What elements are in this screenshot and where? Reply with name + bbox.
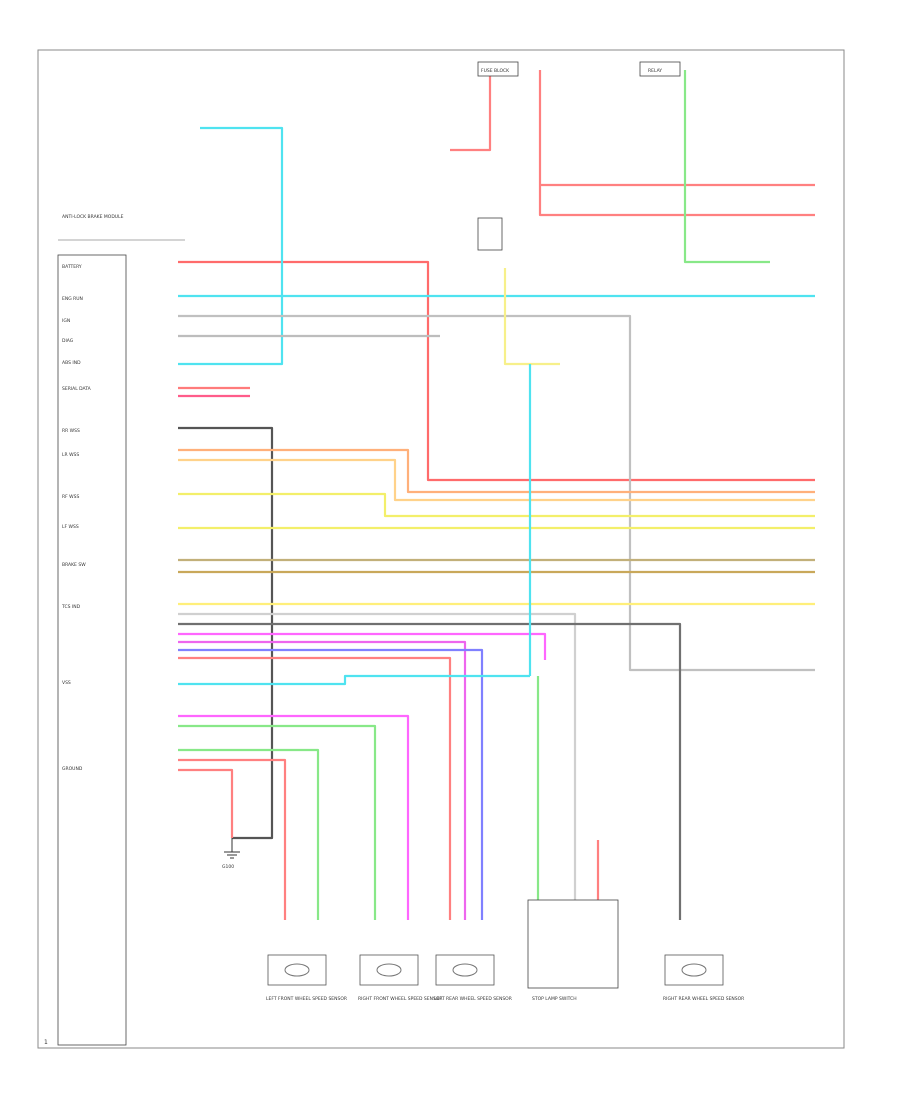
sensor-coil-icon bbox=[681, 963, 707, 977]
sensor-coil-icon bbox=[284, 963, 310, 977]
wire-27 bbox=[178, 768, 234, 838]
sensor-label: RIGHT REAR WHEEL SPEED SENSOR bbox=[663, 996, 744, 1002]
fuse-block-label: FUSE BLOCK bbox=[481, 68, 510, 74]
page-number: 1 bbox=[44, 1039, 48, 1046]
wire-19 bbox=[178, 640, 467, 920]
sensor-box bbox=[664, 954, 724, 986]
module-pin-label: ENG RUN bbox=[62, 296, 83, 302]
module-title: ANTI-LOCK BRAKE MODULE bbox=[62, 214, 124, 220]
module-pin-label: IGN bbox=[62, 318, 70, 324]
module-pin-label: RF WSS bbox=[62, 494, 79, 500]
abs-module-box bbox=[57, 254, 127, 1046]
wire-21 bbox=[178, 656, 452, 920]
stop-lamp-switch-box bbox=[527, 899, 619, 989]
sensor-box bbox=[435, 954, 495, 986]
sensor-label: LEFT REAR WHEEL SPEED SENSOR bbox=[434, 996, 512, 1002]
relay-label: RELAY bbox=[648, 68, 662, 74]
module-pin-label: SERIAL DATA bbox=[62, 386, 92, 392]
wire-group bbox=[178, 70, 815, 960]
wire-26 bbox=[178, 758, 287, 920]
sensor-label: LEFT FRONT WHEEL SPEED SENSOR bbox=[266, 996, 347, 1002]
module-pin-label: RR WSS bbox=[62, 428, 80, 434]
sensor-box bbox=[267, 954, 327, 986]
stop-lamp-switch-label: STOP LAMP SWITCH bbox=[532, 996, 577, 1002]
module-pin-label: ABS IND bbox=[62, 360, 81, 366]
wire-1 bbox=[178, 260, 815, 482]
module-pin-labels: BATTERY ENG RUN IGN DIAG ABS IND SERIAL DATA R… bbox=[61, 264, 92, 772]
wire-10 bbox=[178, 458, 815, 502]
wire-29 bbox=[538, 70, 815, 217]
sensor-group: LEFT FRONT WHEEL SPEED SENSOR RIGHT FRONT… bbox=[266, 954, 744, 1002]
module-pin-label: TCS IND bbox=[61, 604, 81, 610]
wire-20 bbox=[178, 648, 484, 920]
sensor-coil-icon bbox=[452, 963, 478, 977]
wire-23 bbox=[178, 714, 410, 920]
diagram-frame bbox=[37, 49, 845, 1049]
module-pin-label: DIAG bbox=[62, 338, 74, 344]
sensor-box bbox=[359, 954, 419, 986]
wire-32 bbox=[503, 268, 560, 366]
relay-box bbox=[639, 61, 681, 77]
sensor-coil-icon bbox=[376, 963, 402, 977]
wire-18 bbox=[178, 632, 547, 660]
fuse-block-box bbox=[477, 61, 519, 77]
wire-3 bbox=[178, 126, 284, 366]
module-pin-label: BATTERY bbox=[62, 264, 82, 270]
wire-22 bbox=[178, 674, 530, 686]
ground-label: G100 bbox=[222, 864, 234, 870]
wire-11 bbox=[178, 492, 815, 518]
module-pin-label: BRAKE SW bbox=[62, 562, 86, 568]
module-pin-label: VSS bbox=[62, 680, 71, 686]
relay-switch-box bbox=[477, 217, 503, 251]
wire-31 bbox=[683, 70, 770, 264]
wire-24 bbox=[178, 724, 377, 920]
module-pin-label: GROUND bbox=[62, 766, 83, 772]
ground-symbol bbox=[224, 838, 240, 859]
wire-17 bbox=[178, 622, 682, 920]
module-pin-label: LR WSS bbox=[62, 452, 79, 458]
wire-16 bbox=[178, 612, 577, 960]
sensor-label: RIGHT FRONT WHEEL SPEED SENSOR bbox=[358, 996, 443, 1002]
wire-25 bbox=[178, 748, 320, 920]
module-pin-label: LF WSS bbox=[62, 524, 79, 530]
wire-9 bbox=[178, 448, 815, 494]
wire-28 bbox=[450, 70, 492, 152]
